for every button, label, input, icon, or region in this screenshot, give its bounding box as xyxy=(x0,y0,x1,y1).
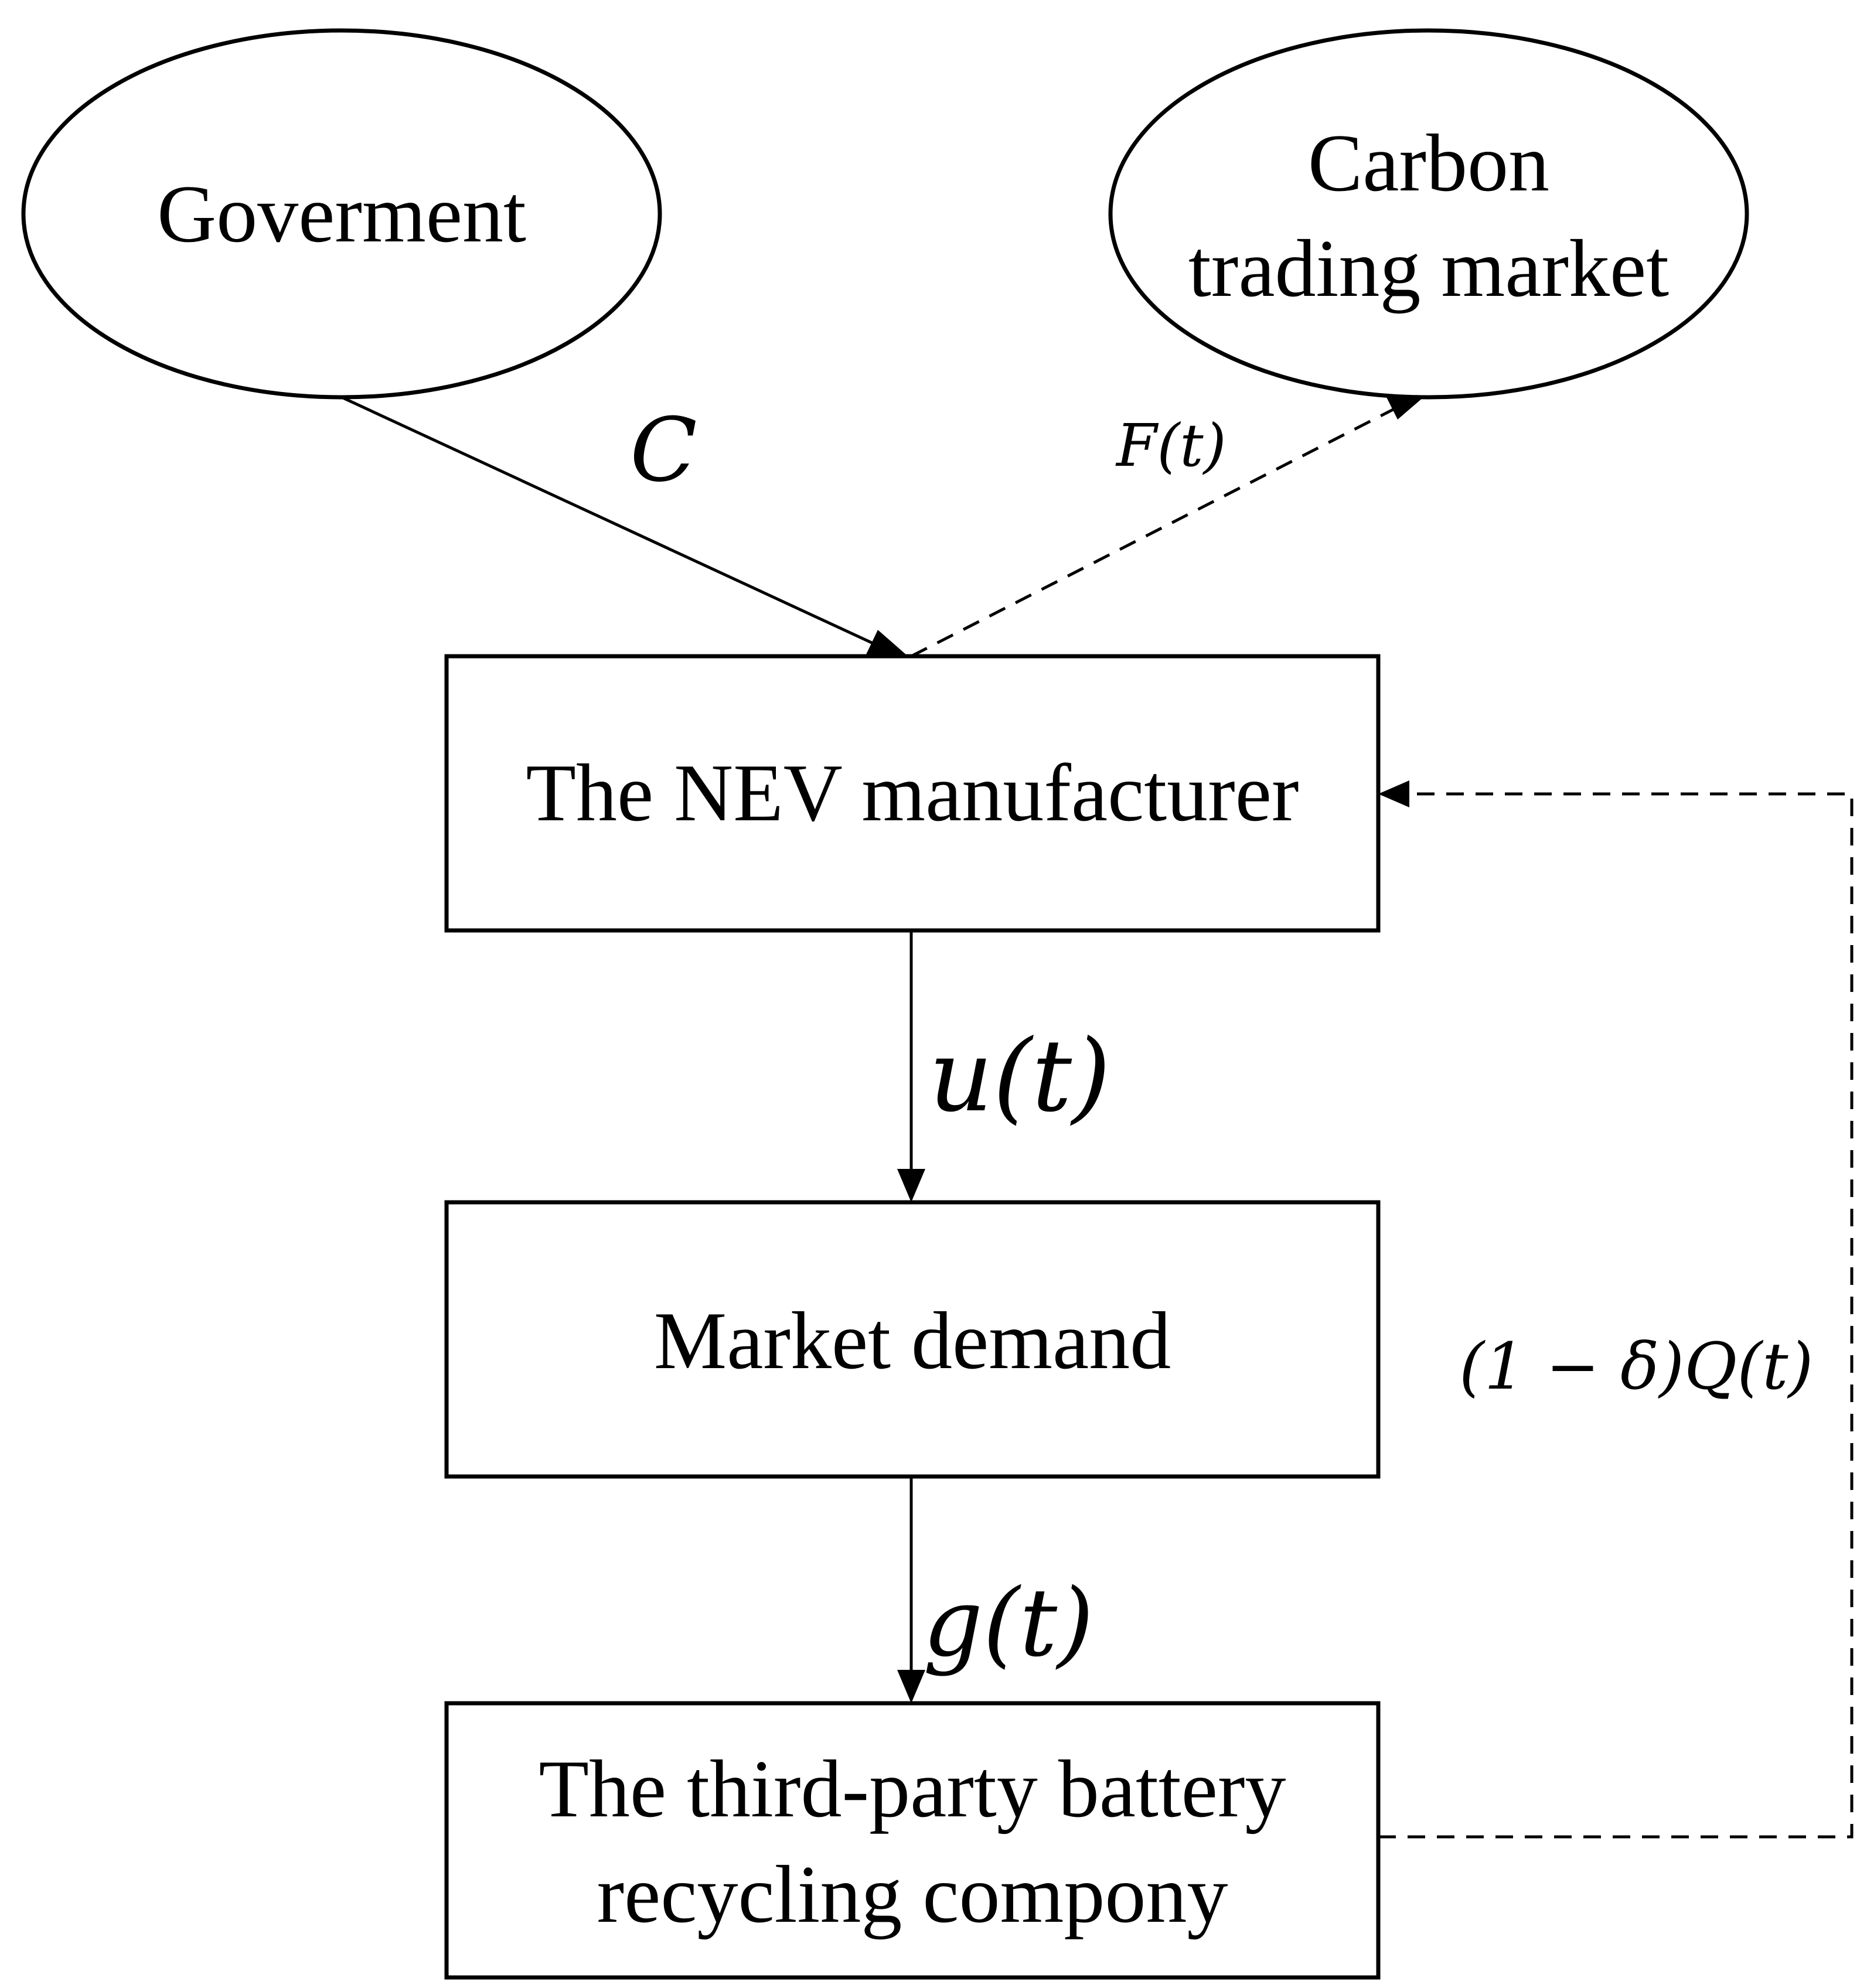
manufacturer-label: The NEV manufacturer xyxy=(526,748,1299,838)
market-demand-label: Market demand xyxy=(654,1295,1171,1386)
manufacturer-node: The NEV manufacturer xyxy=(444,654,1381,933)
arrowhead-manufacturer-to-carbon xyxy=(1386,394,1427,420)
arrowhead-manufacturer-to-demand xyxy=(897,1169,925,1202)
edge-label-g-t: g(t) xyxy=(923,1568,1094,1677)
recycler-label-line2: recycling compony xyxy=(597,1849,1228,1940)
arrowhead-demand-to-recycler xyxy=(897,1670,925,1703)
arrowhead-government-to-manufacturer xyxy=(866,630,911,659)
edge-government-to-manufacturer xyxy=(340,395,883,649)
carbon-market-label-line2: trading market xyxy=(1188,223,1669,314)
government-node: Goverment xyxy=(21,28,662,400)
recycler-label-line1: The third-party battery xyxy=(539,1744,1286,1834)
government-label: Goverment xyxy=(157,169,526,260)
carbon-market-node: Carbon trading market xyxy=(1108,28,1749,400)
edge-manufacturer-to-carbon xyxy=(910,405,1399,658)
edge-label-u-t: u(t) xyxy=(929,1018,1110,1134)
edge-label-f-t: F(t) xyxy=(1115,411,1227,480)
market-demand-node: Market demand xyxy=(444,1200,1381,1479)
recycler-node: The third-party battery recycling compon… xyxy=(444,1701,1381,1980)
edge-label-feedback: (1 − δ)Q(t) xyxy=(1459,1329,1813,1404)
edge-recycler-to-manufacturer xyxy=(1378,792,1854,1839)
edge-label-c: C xyxy=(630,400,697,502)
arrowhead-recycler-to-manufacturer xyxy=(1378,780,1409,807)
carbon-market-label-line1: Carbon xyxy=(1308,118,1549,209)
